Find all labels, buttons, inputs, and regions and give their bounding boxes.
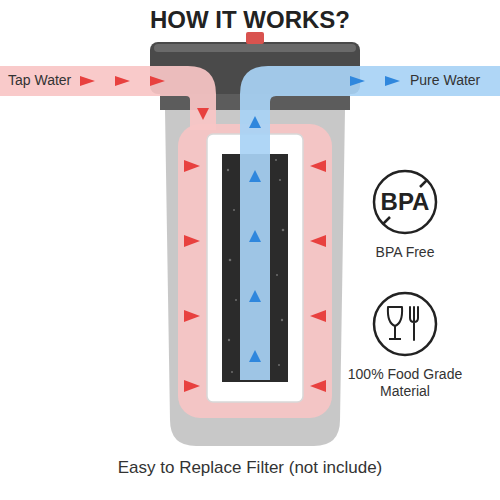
bpa-free-badge: BPA BPA Free (345, 168, 465, 263)
tap-water-arrows (80, 76, 326, 392)
tap-water-band (0, 66, 216, 130)
fork-icon (410, 307, 418, 340)
food-grade-badge: 100% Food Grade Material (345, 290, 465, 402)
badge-text: BPA (345, 188, 465, 216)
cap-rim (154, 44, 356, 52)
flow-label: Pure Water (410, 72, 480, 88)
badge-circle (374, 293, 436, 355)
diagram-title: HOW IT WORKS? (0, 6, 500, 34)
badge-caption: BPA Free (345, 244, 465, 261)
wine-glass-icon (388, 307, 402, 339)
slash-mark (384, 217, 391, 224)
flow-label: Tap Water (8, 72, 71, 88)
pressure-button (246, 32, 264, 44)
slash-mark (420, 181, 427, 188)
badge-outline (371, 290, 439, 358)
badge-caption: 100% Food Grade Material (345, 366, 465, 400)
pure-water-band (240, 66, 500, 380)
diagram-caption: Easy to Replace Filter (not include) (0, 458, 500, 478)
